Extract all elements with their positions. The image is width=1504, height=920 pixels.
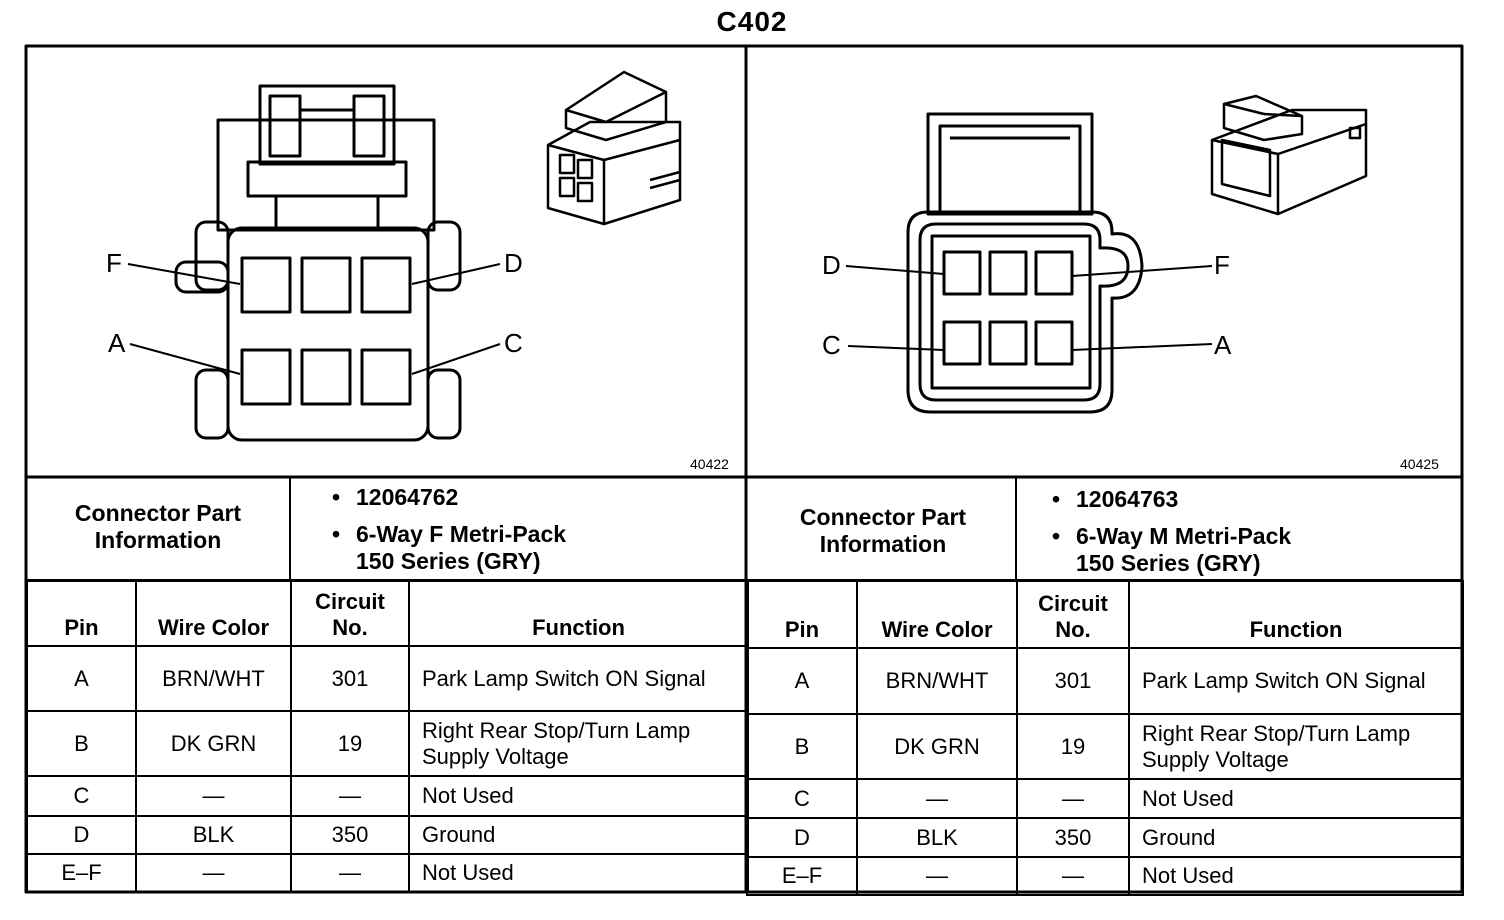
table-row: D BLK 350 Ground: [26, 815, 749, 855]
right-part-info-list: 12064763 6-Way M Metri-Pack 150 Series (…: [1050, 486, 1460, 577]
right-pin-label-d: D: [822, 250, 841, 280]
function-cell: Ground: [408, 815, 749, 855]
wire-color-cell: BLK: [135, 815, 292, 855]
left-part-info-list: 12064762 6-Way F Metri-Pack 150 Series (…: [330, 484, 740, 575]
left-pin-label-c: C: [504, 328, 523, 358]
function-cell: Not Used: [408, 775, 749, 817]
pin-cell: D: [746, 817, 858, 858]
right-part-desc-line2: 150 Series (GRY): [1076, 550, 1261, 576]
circuit-cell: 350: [290, 815, 410, 855]
left-header-pin: Pin: [26, 580, 137, 647]
left-pin-label-f: F: [106, 248, 122, 278]
wire-color-cell: —: [856, 778, 1018, 819]
function-cell: Not Used: [1128, 778, 1464, 819]
right-pin-label-c: C: [822, 330, 841, 360]
pin-cell: D: [26, 815, 137, 855]
circuit-cell: 19: [290, 710, 410, 777]
right-header-wire: Wire Color: [856, 580, 1018, 649]
left-connector-face: [127, 84, 501, 442]
pin-cell: E–F: [26, 853, 137, 893]
right-part-desc-line1: 6-Way M Metri-Pack: [1050, 523, 1460, 550]
left-header-circuit: Circuit No.: [290, 580, 410, 647]
left-pin-label-a: A: [108, 328, 126, 358]
right-header-circuit: Circuit No.: [1016, 580, 1130, 649]
pin-cell: E–F: [746, 856, 858, 896]
page-title: C402: [716, 6, 788, 37]
left-part-desc-line2: 150 Series (GRY): [356, 548, 541, 574]
table-row: C — — Not Used: [26, 775, 749, 817]
table-row: C — — Not Used: [746, 778, 1464, 819]
wire-color-cell: —: [135, 853, 292, 893]
left-header-function: Function: [408, 580, 749, 647]
left-header-wire: Wire Color: [135, 580, 292, 647]
left-pin-label-d: D: [504, 248, 523, 278]
function-cell: Not Used: [1128, 856, 1464, 896]
circuit-cell: 301: [290, 645, 410, 712]
right-pin-table: Pin Wire Color Circuit No. Function A BR…: [746, 580, 1464, 896]
right-header-pin: Pin: [746, 580, 858, 649]
left-pin-table: Pin Wire Color Circuit No. Function A BR…: [26, 580, 749, 893]
wire-color-cell: BRN/WHT: [135, 645, 292, 712]
circuit-cell: 19: [1016, 713, 1130, 780]
right-pin-label-a: A: [1214, 330, 1232, 360]
table-row: B DK GRN 19 Right Rear Stop/Turn Lamp Su…: [26, 710, 749, 777]
wire-color-cell: BRN/WHT: [856, 647, 1018, 715]
table-row: E–F — — Not Used: [26, 853, 749, 893]
left-part-desc-line1: 6-Way F Metri-Pack: [330, 521, 740, 548]
right-connector-iso-view: [1210, 94, 1368, 216]
wire-color-cell: BLK: [856, 817, 1018, 858]
table-row: A BRN/WHT 301 Park Lamp Switch ON Signal: [746, 647, 1464, 715]
wire-color-cell: DK GRN: [856, 713, 1018, 780]
table-row: B DK GRN 19 Right Rear Stop/Turn Lamp Su…: [746, 713, 1464, 780]
table-row: A BRN/WHT 301 Park Lamp Switch ON Signal: [26, 645, 749, 712]
wire-color-cell: —: [135, 775, 292, 817]
table-row: E–F — — Not Used: [746, 856, 1464, 896]
function-cell: Ground: [1128, 817, 1464, 858]
pin-cell: C: [26, 775, 137, 817]
function-cell: Not Used: [408, 853, 749, 893]
left-connector-iso-view: [546, 70, 682, 226]
left-part-number: 12064762: [330, 484, 740, 511]
function-cell: Right Rear Stop/Turn Lamp Supply Voltage: [408, 710, 749, 777]
circuit-cell: —: [1016, 856, 1130, 896]
wire-color-cell: DK GRN: [135, 710, 292, 777]
pin-cell: B: [26, 710, 137, 777]
left-figure-id: 40422: [690, 456, 729, 472]
circuit-cell: 350: [1016, 817, 1130, 858]
function-cell: Park Lamp Switch ON Signal: [408, 645, 749, 712]
pin-cell: A: [26, 645, 137, 712]
pin-cell: C: [746, 778, 858, 819]
pin-cell: B: [746, 713, 858, 780]
table-row: D BLK 350 Ground: [746, 817, 1464, 858]
circuit-cell: —: [290, 853, 410, 893]
right-figure-id: 40425: [1400, 456, 1439, 472]
outer-frame: [24, 44, 1464, 894]
function-cell: Park Lamp Switch ON Signal: [1128, 647, 1464, 715]
right-header-function: Function: [1128, 580, 1464, 649]
right-part-number: 12064763: [1050, 486, 1460, 513]
circuit-cell: —: [1016, 778, 1130, 819]
circuit-cell: 301: [1016, 647, 1130, 715]
wire-color-cell: —: [856, 856, 1018, 896]
right-pin-label-f: F: [1214, 250, 1230, 280]
right-connector-face: [845, 112, 1213, 414]
pin-cell: A: [746, 647, 858, 715]
left-part-info-label: Connector Part Information: [74, 500, 242, 553]
right-part-info-label: Connector Part Information: [799, 504, 967, 557]
circuit-cell: —: [290, 775, 410, 817]
function-cell: Right Rear Stop/Turn Lamp Supply Voltage: [1128, 713, 1464, 780]
